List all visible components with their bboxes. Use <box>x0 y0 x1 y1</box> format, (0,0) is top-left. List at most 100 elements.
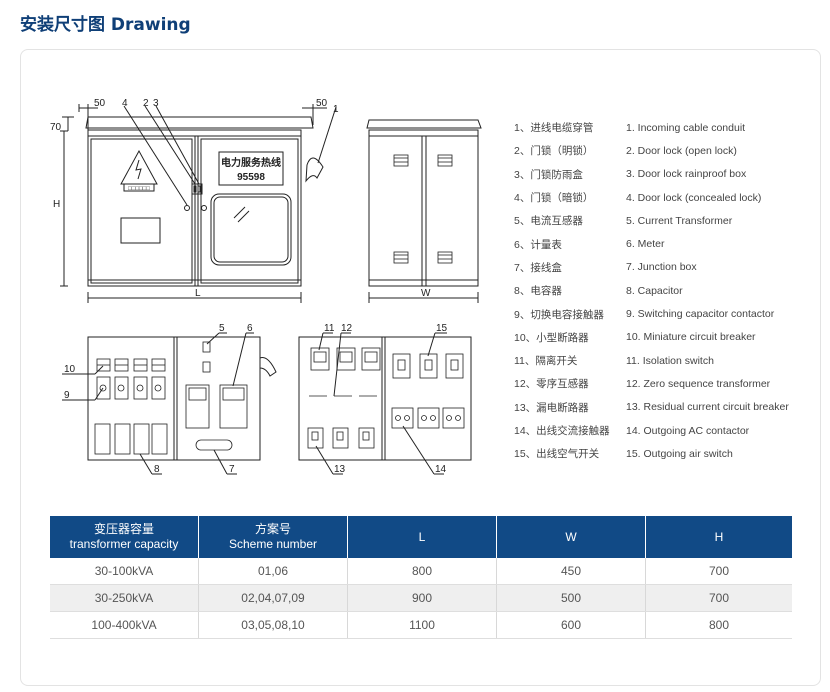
legend-zh: 14、出线交流接触器 <box>514 425 610 437</box>
table-row: 30-250kVA 02,04,07,09 900 500 700 <box>50 584 792 612</box>
callout-2: 2 <box>143 98 149 109</box>
legend-zh: 15、出线空气开关 <box>514 448 600 461</box>
cell-H: 700 <box>645 584 792 612</box>
cell-H: 700 <box>645 558 792 585</box>
cell-L: 800 <box>347 558 497 585</box>
callout-12: 12 <box>341 323 353 334</box>
legend-zh: 10、小型断路器 <box>514 331 589 344</box>
open-lock <box>201 205 207 211</box>
legend-item: 10、小型断路器 10. Miniature circuit breaker <box>514 326 814 349</box>
warning-plate-text: □□□□□□ <box>128 186 150 192</box>
dim-L: L <box>195 288 201 299</box>
legend-item: 6、计量表 6. Meter <box>514 232 814 255</box>
col-W: W <box>496 516 646 558</box>
legend-en: 13. Residual current circuit breaker <box>626 401 789 414</box>
cell-W: 450 <box>496 558 646 585</box>
lock-rain-box <box>191 183 203 195</box>
legend-zh: 11、隔离开关 <box>514 355 578 368</box>
dim-W: W <box>421 288 431 299</box>
legend-zh: 5、电流互感器 <box>514 215 583 228</box>
legend-item: 9、切换电容接触器 9. Switching capacitor contacto… <box>514 302 814 325</box>
legend-item: 15、出线空气开关 15. Outgoing air switch <box>514 442 814 465</box>
side-view: W <box>366 119 482 303</box>
callout-11: 11 <box>324 323 335 334</box>
callout-4: 4 <box>122 98 128 109</box>
table-row: 30-100kVA 01,06 800 450 700 <box>50 558 792 585</box>
callout-14: 14 <box>435 464 447 475</box>
hotline-plate <box>218 151 284 186</box>
legend-item: 8、电容器 8. Capacitor <box>514 279 814 302</box>
legend-item: 5、电流互感器 5. Current Transformer <box>514 209 814 232</box>
legend-item: 11、隔离开关 11. Isolation switch <box>514 349 814 372</box>
front-view: □□□□□□ 电力服务热线 95598 70 H L 50 <box>50 98 339 303</box>
legend-zh: 7、接线盒 <box>514 261 562 274</box>
legend-en: 14. Outgoing AC contactor <box>626 424 750 437</box>
table-row: 100-400kVA 03,05,08,10 1100 600 800 <box>50 611 792 639</box>
cell-L: 900 <box>347 584 497 612</box>
legend-en: 5. Current Transformer <box>626 214 733 227</box>
legend-en: 3. Door lock rainproof box <box>626 168 747 181</box>
legend-zh: 3、门锁防雨盒 <box>514 168 583 181</box>
col-H: H <box>645 516 792 558</box>
cell-W: 500 <box>496 584 646 612</box>
callout-15: 15 <box>436 323 448 334</box>
callout-9: 9 <box>64 390 70 401</box>
legend-item: 7、接线盒 7. Junction box <box>514 256 814 279</box>
legend-zh: 13、漏电断路器 <box>514 401 589 414</box>
col-L: L <box>347 516 497 558</box>
hotline-number: 95598 <box>237 172 265 183</box>
callout-7: 7 <box>229 464 235 475</box>
meter-window <box>210 193 292 266</box>
legend-en: 9. Switching capacitor contactor <box>626 308 775 321</box>
legend-zh: 6、计量表 <box>514 238 562 251</box>
legend-en: 2. Door lock (open lock) <box>626 144 737 157</box>
legend-zh: 4、门锁（暗锁） <box>514 192 594 205</box>
interior-left-view: 10 9 8 7 5 6 <box>62 323 277 475</box>
legend-zh: 8、电容器 <box>514 285 562 298</box>
callout-6: 6 <box>247 323 253 334</box>
legend-en: 12. Zero sequence transformer <box>626 377 771 390</box>
legend-en: 4. Door lock (concealed lock) <box>626 191 762 204</box>
interior-right-view: 11 12 15 13 14 <box>298 323 472 475</box>
warning-plate <box>123 183 155 192</box>
callout-3: 3 <box>153 98 159 109</box>
legend-en: 10. Miniature circuit breaker <box>626 331 756 344</box>
legend-en: 7. Junction box <box>626 261 697 274</box>
legend-en: 6. Meter <box>626 238 665 251</box>
legend-item: 1、进线电缆穿管 1. Incoming cable conduit <box>514 116 814 139</box>
legend-zh: 12、零序互感器 <box>514 378 589 391</box>
page-title: 安装尺寸图 Drawing <box>20 15 191 35</box>
cell-scheme: 02,04,07,09 <box>198 584 348 612</box>
callout-1: 1 <box>333 104 339 115</box>
callout-13: 13 <box>334 464 346 475</box>
legend-zh: 1、进线电缆穿管 <box>514 122 594 135</box>
cell-capacity: 30-250kVA <box>50 584 199 612</box>
legend-item: 4、门锁（暗锁） 4. Door lock (concealed lock) <box>514 186 814 209</box>
legend-en: 15. Outgoing air switch <box>626 447 733 460</box>
cell-L: 1100 <box>347 611 497 639</box>
legend-en: 1. Incoming cable conduit <box>626 121 746 134</box>
cell-capacity: 30-100kVA <box>50 558 199 585</box>
cell-W: 600 <box>496 611 646 639</box>
concealed-lock <box>184 205 190 211</box>
cell-scheme: 03,05,08,10 <box>198 611 348 639</box>
header-en: transformer capacity <box>69 537 179 551</box>
dim-70: 70 <box>50 122 62 133</box>
legend-en: 11. Isolation switch <box>626 354 714 367</box>
header-zh: 变压器容量 <box>93 522 154 536</box>
legend-en: 8. Capacitor <box>626 284 683 297</box>
legend-item: 14、出线交流接触器 14. Outgoing AC contactor <box>514 419 814 442</box>
cell-capacity: 100-400kVA <box>50 611 199 639</box>
cell-H: 800 <box>645 611 792 639</box>
header-zh: 方案号 <box>254 522 291 536</box>
legend-item: 2、门锁（明锁）2. Door lock (open lock) <box>514 139 814 162</box>
hotline-text: 电力服务热线 <box>221 156 281 169</box>
cell-scheme: 01,06 <box>198 558 348 585</box>
legend-zh: 9、切换电容接触器 <box>514 308 604 321</box>
callout-5: 5 <box>219 323 225 334</box>
